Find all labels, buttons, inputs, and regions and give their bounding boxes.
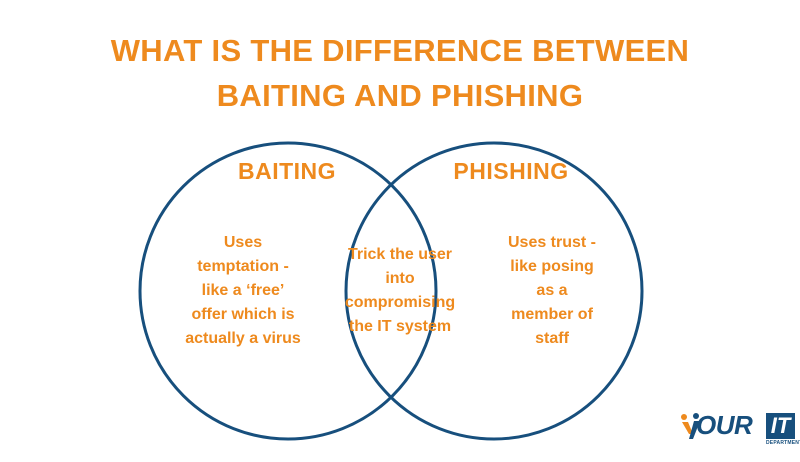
baiting-label: BAITING bbox=[237, 158, 337, 184]
baiting-description: Uses temptation - like a ‘free’ offer wh… bbox=[185, 234, 301, 347]
title-line-2: BAITING AND PHISHING bbox=[216, 78, 584, 113]
logo-subtitle: DEPARTMENT bbox=[766, 440, 800, 446]
title-line-1: WHAT IS THE DIFFERENCE BETWEEN bbox=[110, 33, 690, 68]
logo-badge: IT bbox=[766, 413, 795, 439]
logo-word: OUR bbox=[696, 410, 753, 440]
logo-figure-icon bbox=[681, 413, 700, 439]
your-it-logo: OUR IT DEPARTMENT bbox=[680, 410, 800, 460]
phishing-description: Uses trust - like posing as a member of … bbox=[507, 234, 597, 347]
overlap-description: Trick the user into compromising the IT … bbox=[344, 246, 456, 335]
baiting-circle bbox=[138, 141, 438, 441]
phishing-circle bbox=[344, 141, 644, 441]
phishing-label: PHISHING bbox=[453, 158, 569, 184]
